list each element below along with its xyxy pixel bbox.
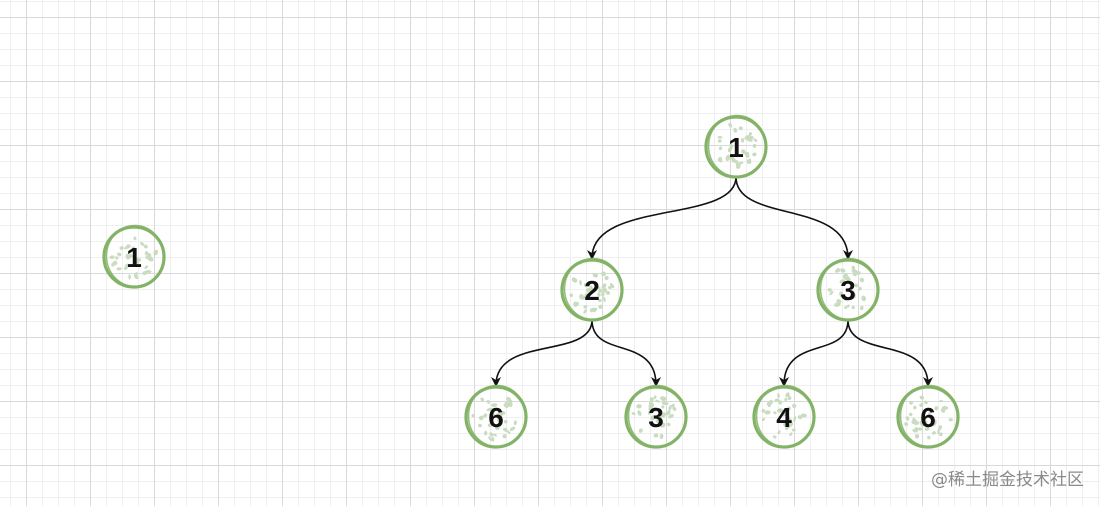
node-left-left: 6	[464, 384, 528, 449]
edges-layer	[491, 176, 933, 387]
node-label: 6	[488, 402, 504, 433]
node-left: 2	[560, 257, 624, 322]
node-right-right: 6	[896, 384, 960, 449]
watermark: @稀土掘金技术社区	[931, 470, 1084, 490]
node-fill-texture	[761, 392, 807, 439]
edge-root-to-right	[735, 176, 853, 260]
node-fill-texture	[569, 271, 615, 314]
node-outline-sketch	[899, 384, 959, 448]
node-label: 3	[840, 275, 856, 306]
node-outline-sketch	[707, 114, 767, 178]
node-outline-sketch	[627, 384, 687, 448]
nodes-layer: 1 1 2 3 6 3 4 6	[102, 114, 960, 449]
node-label: 2	[584, 275, 600, 306]
node-outline-sketch	[755, 384, 815, 448]
node-outline-sketch	[105, 224, 165, 288]
node-label: 4	[776, 402, 792, 433]
edge-right-to-right-right	[847, 319, 933, 387]
node-fill-texture	[109, 236, 158, 280]
edge-right-to-right-left	[779, 319, 849, 387]
node-outline-sketch	[819, 257, 879, 321]
node-single: 1	[102, 224, 166, 289]
edge-left-to-left-left	[491, 319, 593, 387]
node-fill-texture	[631, 395, 677, 440]
node-fill-texture	[827, 265, 867, 311]
node-right: 3	[816, 257, 880, 322]
node-fill-texture	[471, 397, 517, 442]
node-right-left: 4	[752, 384, 816, 449]
node-fill-texture	[717, 122, 758, 169]
node-label: 1	[126, 242, 142, 273]
node-label: 6	[920, 402, 936, 433]
edge-root-to-left	[587, 176, 737, 260]
node-label: 1	[728, 132, 744, 163]
node-outline-sketch	[563, 257, 623, 321]
node-left-right: 3	[624, 384, 688, 449]
node-outline-sketch	[467, 384, 527, 448]
edge-left-to-left-right	[591, 319, 661, 387]
node-fill-texture	[904, 395, 953, 440]
node-label: 3	[648, 402, 664, 433]
node-root: 1	[704, 114, 768, 179]
